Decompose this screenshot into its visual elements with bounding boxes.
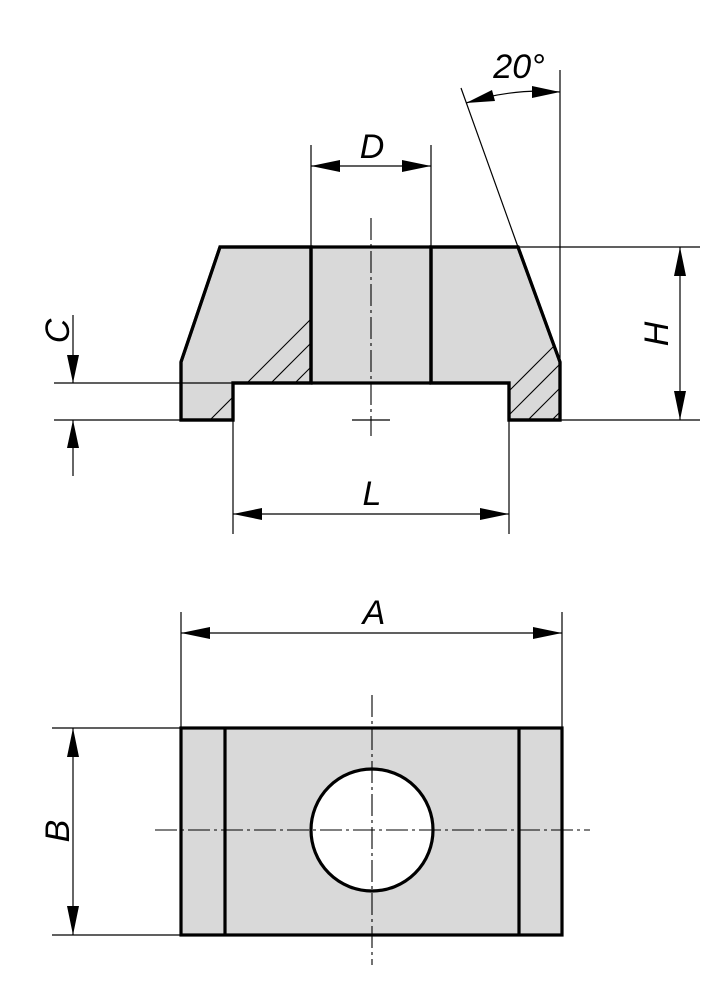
top-view xyxy=(155,695,590,965)
dimension-angle: 20° xyxy=(460,48,561,362)
dimension-l-label: L xyxy=(363,475,382,513)
left-section-body xyxy=(179,245,313,422)
dimension-d: D xyxy=(310,128,432,247)
dimension-a-label: A xyxy=(361,594,386,632)
dimension-c-label: C xyxy=(39,318,77,343)
dimension-h: H xyxy=(518,246,700,421)
dimension-c: C xyxy=(39,315,233,476)
section-view xyxy=(179,218,562,436)
dimension-h-label: H xyxy=(638,321,676,346)
right-section-body xyxy=(429,245,562,422)
dimension-a: A xyxy=(180,594,563,728)
dimension-d-label: D xyxy=(360,128,385,166)
angle-label: 20° xyxy=(492,48,544,86)
dimension-b: B xyxy=(39,727,181,936)
dimension-l: L xyxy=(232,420,510,534)
dimension-b-label: B xyxy=(39,820,77,843)
